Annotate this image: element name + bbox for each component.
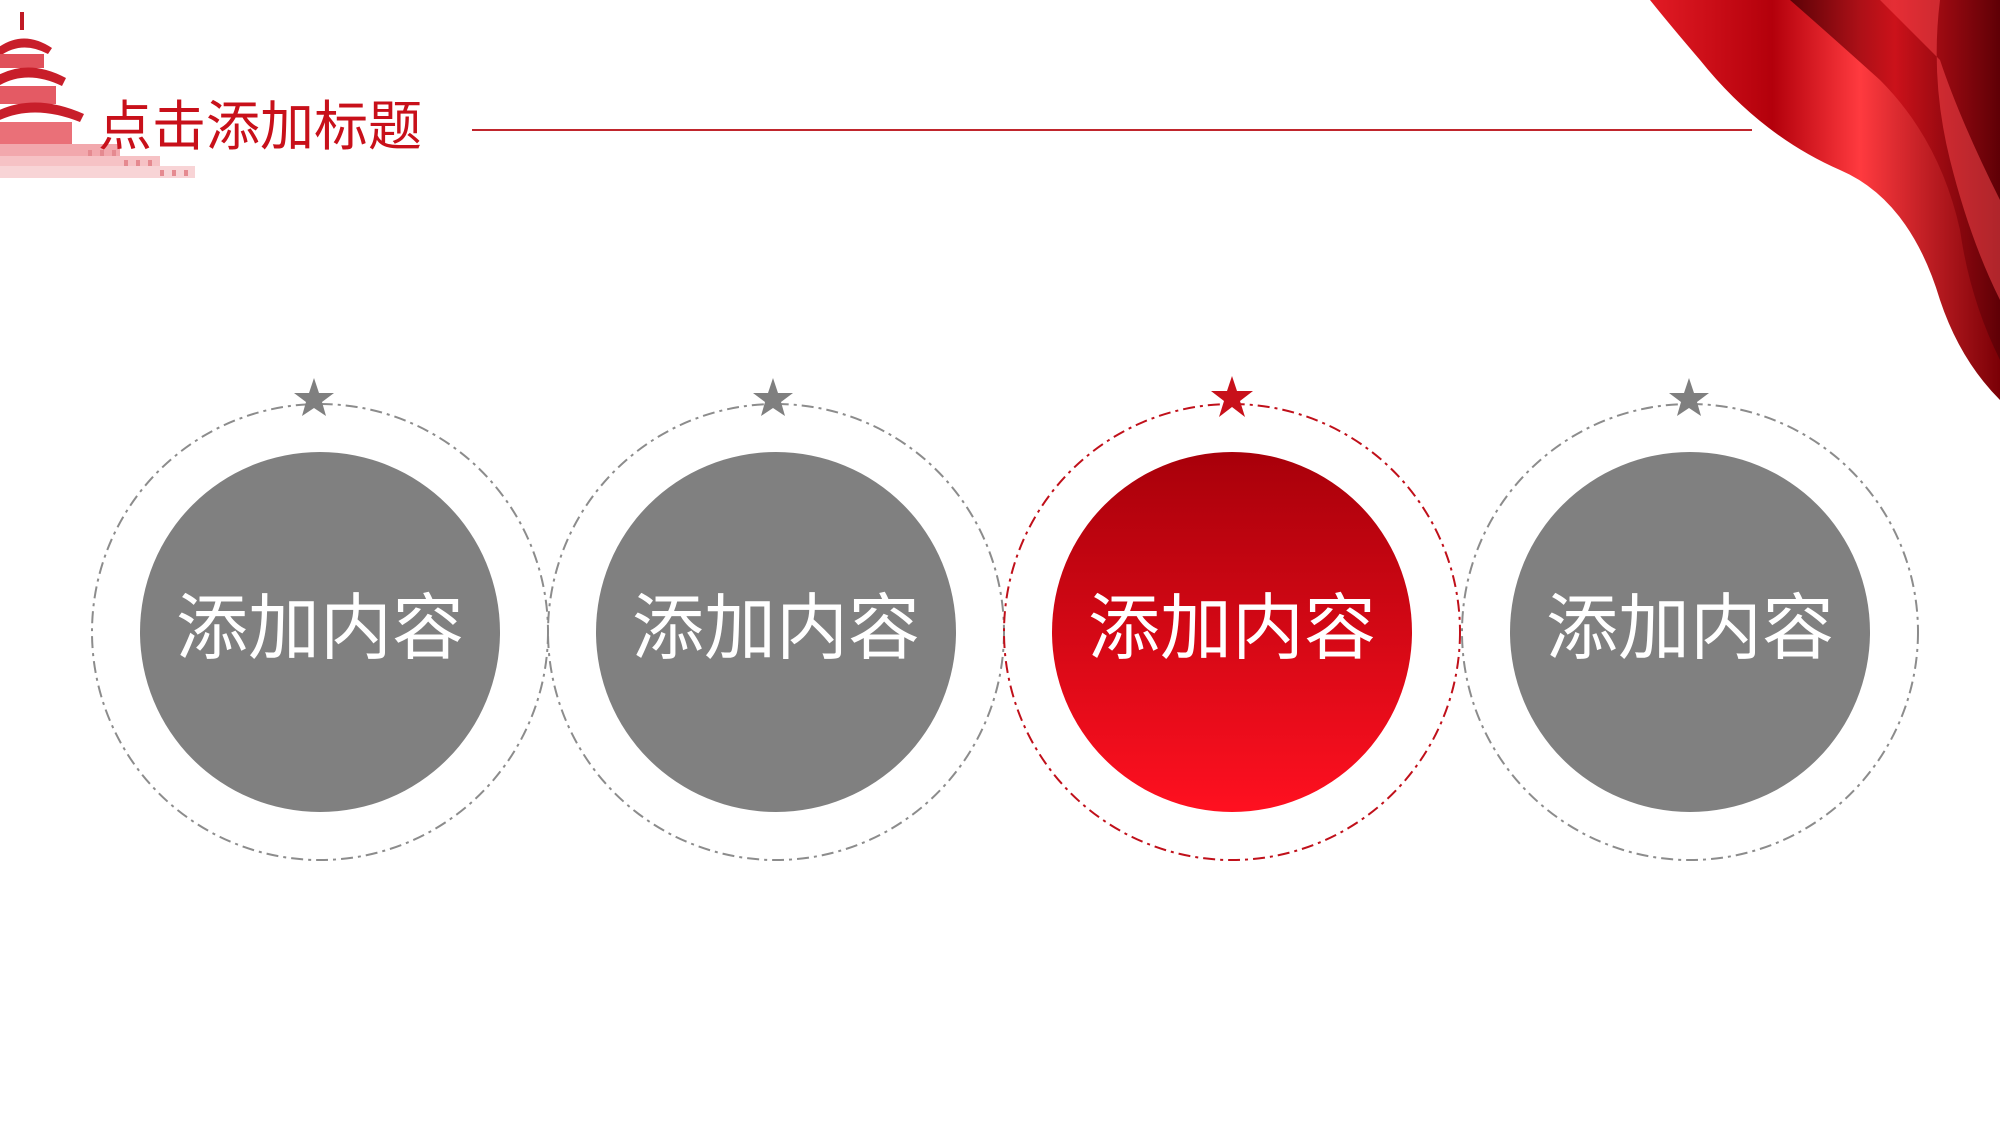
circle-item-1[interactable] [91,378,549,861]
star-icon [1211,376,1253,417]
circle-item-4[interactable] [1461,378,1919,861]
red-curtain [1650,0,2000,400]
star-icon [1669,378,1709,416]
title-divider [472,129,1752,131]
circle-label-3: 添加内容 [1087,586,1376,670]
page-title[interactable]: 点击添加标题 [98,95,422,158]
circle-item-3[interactable] [1003,376,1461,861]
circle-label-1: 添加内容 [175,586,464,670]
temple-of-heaven-icon [0,12,195,178]
circle-label-2: 添加内容 [631,586,920,670]
star-icon [753,378,793,416]
circle-label-4: 添加内容 [1545,586,1834,670]
star-icon [294,378,334,416]
circle-item-2[interactable] [547,378,1005,861]
